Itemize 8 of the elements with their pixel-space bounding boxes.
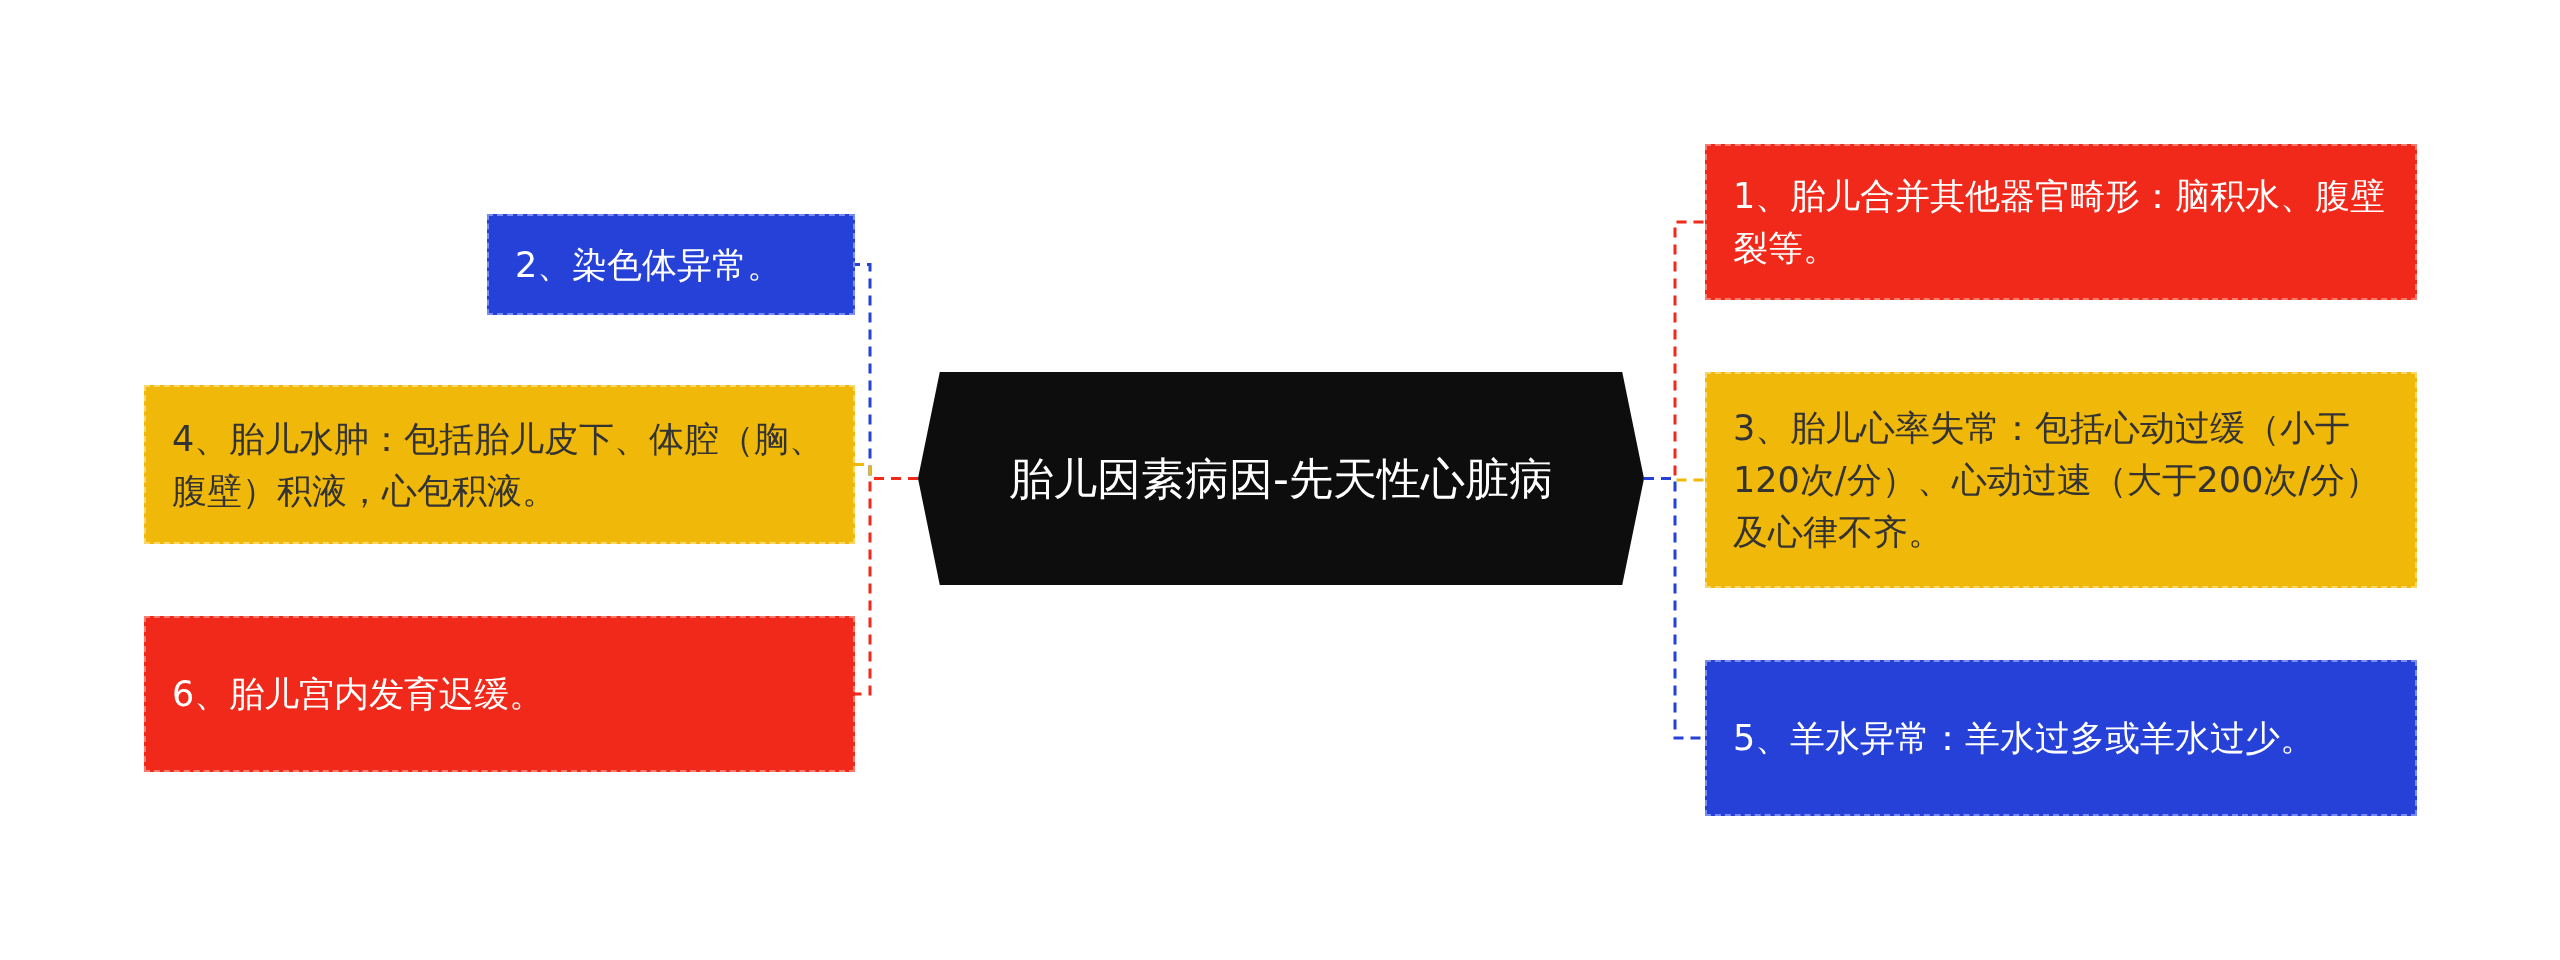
topic-box: 4、胎儿水肿：包括胎儿皮下、体腔（胸、腹壁）积液，心包积液。 [144,385,855,544]
topic-box: 5、羊水异常：羊水过多或羊水过少。 [1705,660,2417,816]
topic-box: 胎儿因素病因-先天性心脏病 [918,372,1644,585]
topic-box: 6、胎儿宫内发育迟缓。 [144,616,855,772]
topic-box: 1、胎儿合并其他器官畸形：脑积水、腹壁裂等。 [1705,144,2417,300]
connector [855,477,918,696]
topic-box: 3、胎儿心率失常：包括心动过缓（小于120次/分）、心动过速（大于200次/分）及心律不齐。 [1705,372,2417,588]
topic-box: 2、染色体异常。 [487,214,855,315]
